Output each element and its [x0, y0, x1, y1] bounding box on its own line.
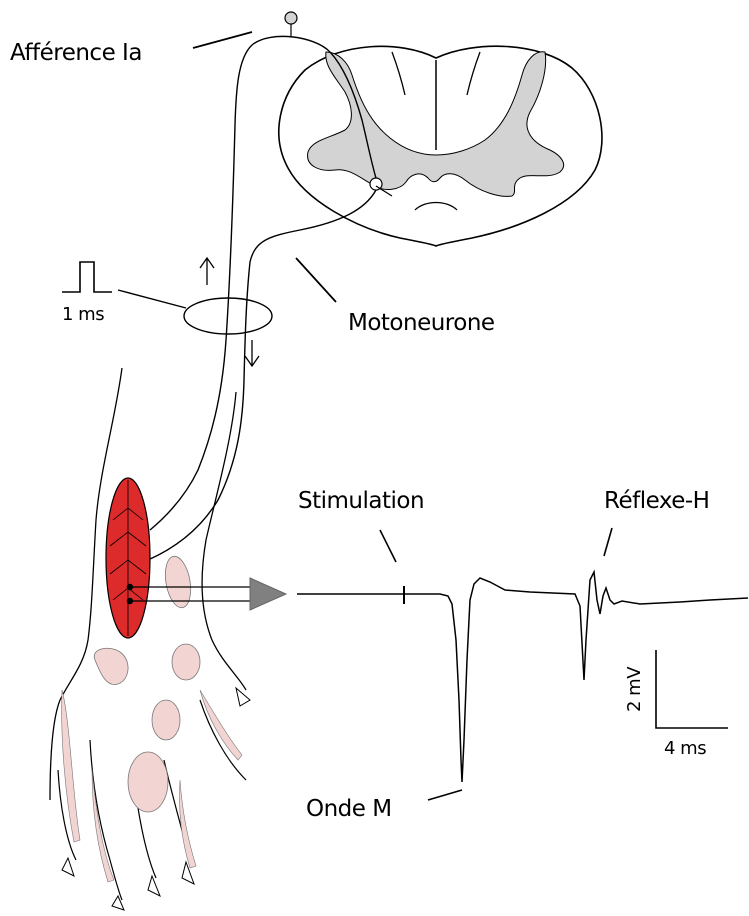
onde-m-label: Onde M — [306, 796, 392, 822]
scale-bar — [656, 650, 728, 728]
paw-pad — [92, 770, 114, 882]
emg-recording — [297, 528, 748, 800]
motoneurone-label: Motoneurone — [348, 310, 495, 336]
claw — [112, 896, 124, 910]
arrow-up-icon — [200, 258, 214, 285]
afference-pointer — [193, 32, 252, 48]
reflexe-h-label: Réflexe-H — [604, 488, 709, 514]
paw-pad — [152, 700, 180, 740]
paw-pad — [94, 648, 128, 684]
claw — [62, 858, 74, 876]
paw-pad — [172, 644, 200, 680]
muscle — [106, 478, 286, 638]
paw-pad — [179, 780, 196, 868]
paw-pad — [200, 690, 242, 760]
spinal-cord — [279, 46, 602, 246]
paw-pad — [128, 752, 168, 812]
motoneurone-pointer — [296, 258, 336, 302]
dorsal-root-ganglion — [285, 12, 297, 24]
arrow-down-icon — [245, 340, 259, 366]
stimulation-label: Stimulation — [298, 488, 424, 514]
hindlimb — [50, 368, 250, 910]
claw — [236, 688, 250, 706]
claw — [148, 876, 160, 896]
afference-label: Afférence Ia — [10, 40, 142, 66]
reflexe-h-pointer — [604, 528, 612, 556]
onde-m-pointer — [428, 790, 462, 800]
scale-time-label: 4 ms — [664, 738, 706, 759]
recording-arrow-icon — [250, 578, 286, 610]
paw-pad — [62, 690, 80, 842]
stimulus-duration-label: 1 ms — [62, 304, 104, 325]
stimulation-pointer — [380, 530, 396, 562]
scale-voltage-label: 2 mV — [624, 667, 645, 712]
stimulus-pulse-icon — [62, 262, 112, 292]
pulse-pointer — [118, 290, 186, 308]
